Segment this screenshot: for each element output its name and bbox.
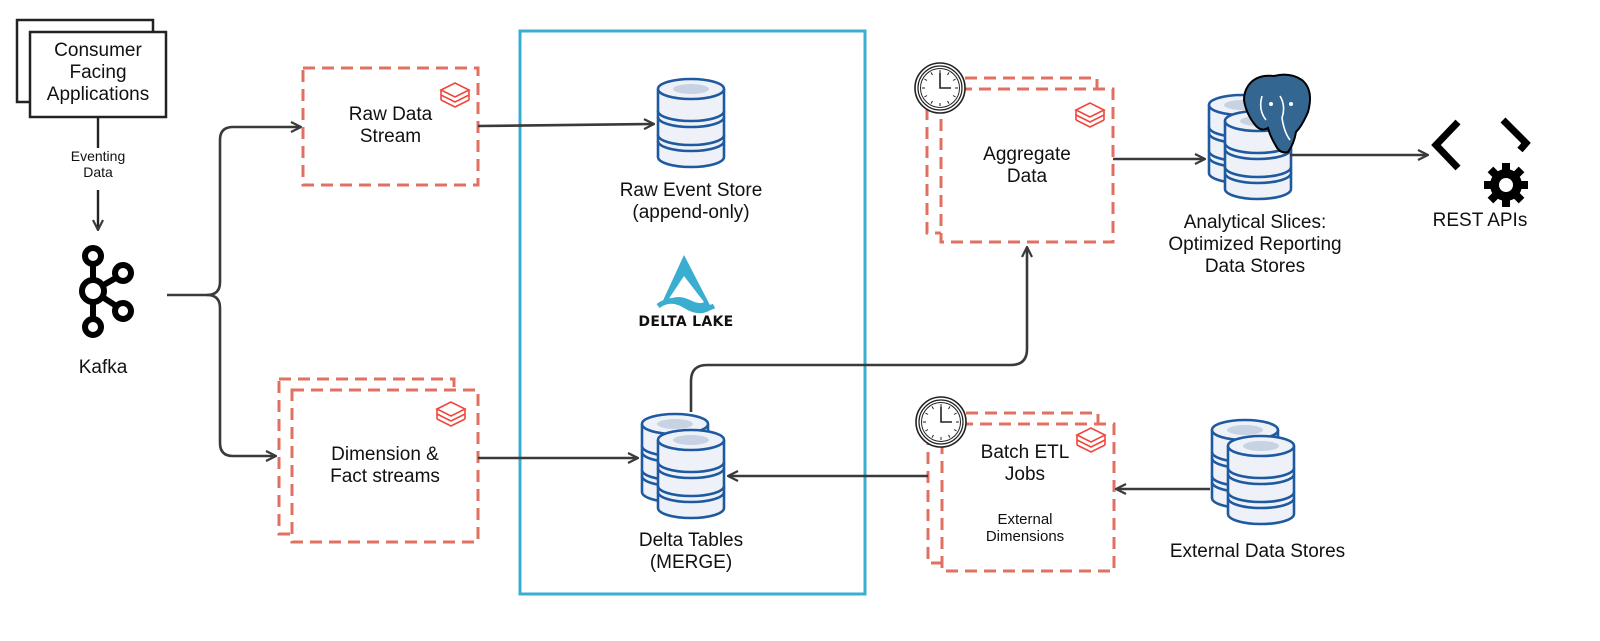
code-gear-icon bbox=[1431, 117, 1531, 207]
label-line: Delta Tables bbox=[638, 530, 744, 551]
clock-icon bbox=[915, 396, 967, 448]
edge-delta-tables-to-aggregate bbox=[689, 247, 1027, 412]
label-line: Data bbox=[83, 164, 113, 181]
aggregate-data-label: Aggregate Data bbox=[941, 144, 1113, 188]
batch-etl-label: Batch ETL Jobs bbox=[955, 442, 1095, 486]
label-line: Applications bbox=[46, 83, 150, 105]
label-line: Batch ETL bbox=[980, 442, 1070, 463]
dimension-fact-box bbox=[290, 388, 480, 544]
label-line: Facing bbox=[69, 61, 127, 83]
delta-lake-boundary bbox=[518, 29, 867, 596]
consumer-apps-node[interactable] bbox=[15, 18, 168, 119]
raw-data-stream-label: Raw Data Stream bbox=[303, 104, 478, 148]
raw-data-stream-box bbox=[301, 66, 480, 187]
label-line: Optimized Reporting bbox=[1168, 233, 1342, 255]
external-stores-database-stack-icon bbox=[1210, 418, 1296, 526]
batch-etl-sublabel: External Dimensions bbox=[955, 511, 1095, 546]
dimension-fact-label: Dimension & Fact streams bbox=[292, 444, 478, 488]
eventing-data-label: Eventing Data bbox=[48, 148, 148, 180]
postgres-icon bbox=[1242, 73, 1311, 154]
raw-event-store-label: Raw Event Store (append-only) bbox=[591, 180, 791, 224]
analytical-slices-label: Analytical Slices: Optimized Reporting D… bbox=[1150, 212, 1360, 278]
delta-tables-label: Delta Tables (MERGE) bbox=[591, 530, 791, 574]
kafka-label: Kafka bbox=[78, 357, 128, 378]
label-line: (MERGE) bbox=[649, 551, 733, 573]
label-line: Jobs bbox=[1004, 463, 1046, 485]
label-line: Fact streams bbox=[330, 465, 440, 487]
label-line: Consumer bbox=[54, 40, 142, 61]
label-line: Eventing bbox=[70, 148, 126, 164]
raw-event-store-database-icon bbox=[656, 77, 726, 169]
label-line: (append-only) bbox=[632, 201, 750, 223]
edge-kafka-to-dimension-fact bbox=[206, 293, 276, 456]
label-line: Dimensions bbox=[985, 528, 1065, 546]
external-stores-label: External Data Stores bbox=[1169, 541, 1346, 562]
label-line: Aggregate bbox=[983, 144, 1071, 165]
label-line: Dimension & bbox=[331, 444, 439, 465]
label-line: Raw Data bbox=[348, 104, 433, 125]
delta-tables-database-stack-icon bbox=[640, 412, 726, 520]
edge-kafka-to-raw-data-stream bbox=[167, 127, 301, 297]
edge-raw-stream-to-event-store bbox=[477, 124, 654, 126]
kafka-icon bbox=[79, 245, 134, 338]
aggregate-data-node[interactable] bbox=[914, 62, 1115, 244]
label-line: Data Stores bbox=[1204, 255, 1306, 277]
label-line: External bbox=[997, 511, 1053, 528]
label-line: Stream bbox=[359, 125, 422, 147]
clock-icon bbox=[914, 62, 966, 114]
label-line: Raw Event Store bbox=[619, 180, 763, 201]
raw-data-stream-node[interactable] bbox=[301, 66, 480, 187]
dimension-fact-node[interactable] bbox=[277, 377, 480, 544]
consumer-apps-box bbox=[28, 30, 168, 119]
batch-etl-node[interactable] bbox=[915, 396, 1116, 573]
label-line: Analytical Slices: bbox=[1183, 212, 1327, 233]
delta-lake-label: DELTA LAKE bbox=[638, 314, 734, 330]
label-line: Data bbox=[1006, 165, 1048, 187]
rest-apis-label: REST APIs bbox=[1432, 210, 1528, 231]
delta-lake-logo-icon bbox=[656, 255, 716, 314]
consumer-apps-label: Consumer Facing Applications bbox=[30, 40, 166, 106]
